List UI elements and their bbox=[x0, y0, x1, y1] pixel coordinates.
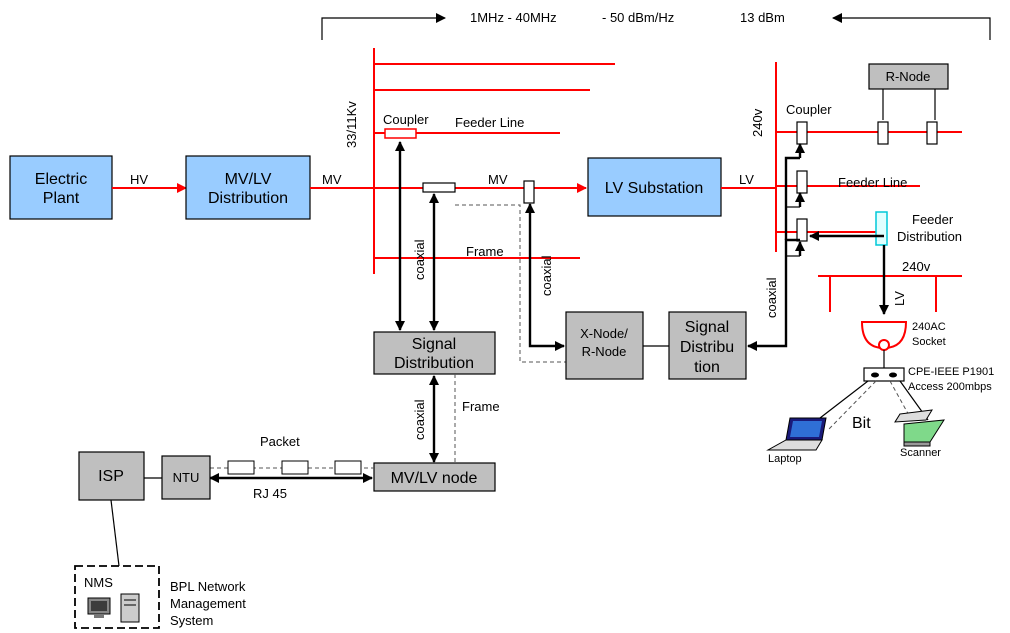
cpe-to-laptop bbox=[819, 380, 869, 419]
mvlv-distribution-block bbox=[185, 155, 311, 220]
lv-label: LV bbox=[739, 172, 754, 187]
feeder-line-left-label: Feeder Line bbox=[455, 115, 524, 130]
electric-plant-label-1: Electric bbox=[35, 171, 87, 188]
cpe-to-laptop-dash bbox=[827, 380, 877, 431]
power-label: 13 dBm bbox=[740, 10, 785, 25]
v240-label: 240v bbox=[902, 259, 931, 274]
nms-group bbox=[74, 565, 160, 629]
scanner-label: Scanner bbox=[900, 447, 941, 459]
r-node-label: R-Node bbox=[886, 69, 931, 84]
feeder-distribution-label-1: Feeder bbox=[912, 212, 954, 227]
coaxial-right-riser bbox=[784, 156, 800, 240]
feeder-distribution-coupler bbox=[875, 211, 888, 246]
nms-monitor-icon bbox=[87, 597, 111, 618]
frequency-label: 1MHz - 40MHz bbox=[470, 10, 557, 25]
bpl-nms-label-3: System bbox=[170, 613, 213, 628]
hv-label: HV bbox=[130, 172, 148, 187]
coupler-left-label: Coupler bbox=[383, 112, 429, 127]
feeder-distribution-label-2: Distribution bbox=[897, 229, 962, 244]
bit-label: Bit bbox=[852, 415, 871, 432]
packet-1 bbox=[227, 460, 255, 475]
cpe-led-2 bbox=[889, 372, 897, 378]
coaxial-label-4: coaxial bbox=[412, 399, 427, 440]
cpe-label-1: CPE-IEEE P1901 bbox=[908, 366, 994, 378]
signal-distribution-center-label-2: Distribution bbox=[394, 355, 474, 372]
r-node-coupler-1 bbox=[877, 121, 889, 145]
isp-block bbox=[78, 451, 145, 501]
signal-distribution-right-block bbox=[668, 311, 747, 380]
v240-vertical-label: 240v bbox=[750, 108, 765, 137]
mv-left-label: MV bbox=[322, 172, 342, 187]
mv-mid-label: MV bbox=[488, 172, 508, 187]
mvlv-node-block bbox=[373, 462, 496, 492]
socket-outlet-icon bbox=[878, 339, 890, 351]
xnode-rnode-label-2: R-Node bbox=[582, 344, 627, 359]
psd-label: - 50 dBm/Hz bbox=[602, 10, 674, 25]
rj45-label: RJ 45 bbox=[253, 486, 287, 501]
cpe-label-2: Access 200mbps bbox=[908, 381, 992, 393]
laptop-label: Laptop bbox=[768, 453, 802, 465]
coaxial-label-2: coaxial bbox=[539, 255, 554, 296]
scanner-icon bbox=[894, 409, 945, 447]
signal-distribution-right-label-1: Signal bbox=[685, 319, 729, 336]
r-node-coupler-2 bbox=[926, 121, 938, 145]
cpe-led-1 bbox=[871, 372, 879, 378]
lv-coupler-2 bbox=[796, 170, 808, 194]
lv-vertical-label: LV bbox=[892, 291, 907, 306]
v240-bus bbox=[818, 275, 962, 312]
xnode-rnode-label-1: X-Node/ bbox=[580, 326, 628, 341]
feeder-line-right-label: Feeder Line bbox=[838, 175, 907, 190]
socket-label-2: Socket bbox=[912, 336, 946, 348]
mv-coupler-2 bbox=[523, 180, 535, 204]
signal-distribution-center-block bbox=[373, 331, 496, 375]
isp-to-nms bbox=[110, 499, 120, 567]
r-node-block bbox=[868, 63, 949, 90]
packet-2 bbox=[281, 460, 309, 475]
mvlv-distribution-label-1: MV/LV bbox=[225, 171, 272, 188]
coaxial-mid bbox=[525, 203, 565, 351]
top-bracket-right bbox=[832, 13, 991, 40]
laptop-icon bbox=[766, 417, 827, 451]
mv-coupler-1 bbox=[422, 182, 456, 193]
top-band: 1MHz - 40MHz - 50 dBm/Hz 13 dBm bbox=[321, 10, 991, 40]
isp-label: ISP bbox=[98, 468, 124, 485]
voltage-vertical-label: 33/11Kv bbox=[344, 101, 359, 148]
frame-dashed-1 bbox=[455, 204, 566, 363]
signal-distribution-right-label-2: Distribu bbox=[680, 339, 734, 356]
ntu-block bbox=[161, 455, 211, 500]
signal-distribution-center-label-1: Signal bbox=[412, 336, 456, 353]
electric-plant-block bbox=[9, 155, 113, 220]
coaxial-label-3: coaxial bbox=[764, 277, 779, 318]
packet-label: Packet bbox=[260, 434, 300, 449]
coaxial-right bbox=[747, 238, 800, 351]
nms-server-icon bbox=[120, 593, 140, 623]
ntu-label: NTU bbox=[173, 470, 200, 485]
lv-substation-label: LV Substation bbox=[605, 180, 703, 197]
coupler-right-label: Coupler bbox=[786, 102, 832, 117]
signal-distribution-right-label-3: tion bbox=[694, 359, 720, 376]
bpl-nms-label-2: Management bbox=[170, 596, 246, 611]
packet-3 bbox=[334, 460, 362, 475]
electric-plant-label-2: Plant bbox=[43, 190, 80, 207]
lv-substation-block bbox=[587, 157, 722, 217]
lv-coupler-1 bbox=[796, 121, 808, 145]
frame-label-1: Frame bbox=[466, 244, 504, 259]
lv-coupler-3 bbox=[796, 218, 808, 242]
mv-bus bbox=[373, 48, 615, 274]
top-bracket-left bbox=[321, 13, 446, 40]
mvlv-node-label: MV/LV node bbox=[391, 470, 478, 487]
frame-label-2: Frame bbox=[462, 399, 500, 414]
mvlv-distribution-label-2: Distribution bbox=[208, 190, 288, 207]
coupler-left bbox=[384, 128, 417, 139]
socket-label-1: 240AC bbox=[912, 321, 946, 333]
nms-label: NMS bbox=[84, 575, 113, 590]
bpl-nms-label-1: BPL Network bbox=[170, 579, 246, 594]
cpe-device-icon bbox=[863, 367, 905, 382]
coaxial-label-1: coaxial bbox=[412, 239, 427, 280]
